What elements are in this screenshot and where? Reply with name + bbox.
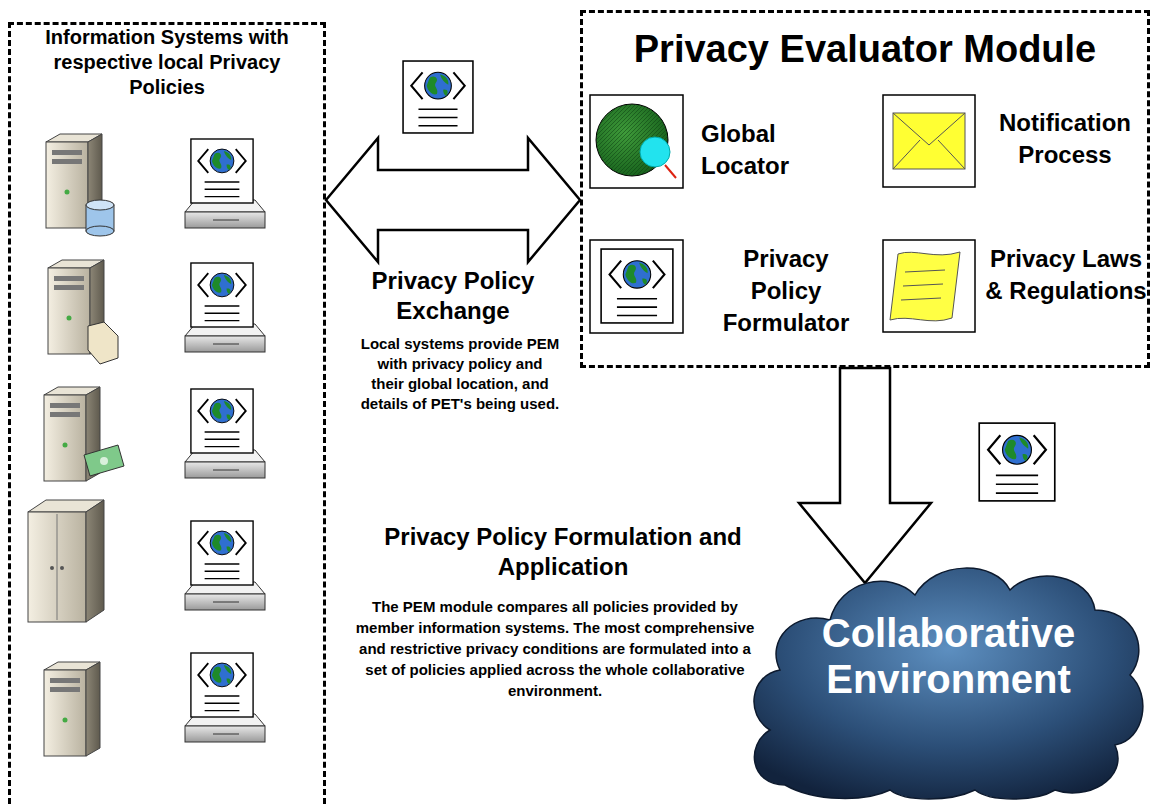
formulator-icon [590,240,683,333]
node-label: Global Locator [701,118,793,182]
global-locator-icon [590,95,683,188]
notification-icon [938,140,965,169]
policy-documents [191,263,253,327]
cabinet-server [60,566,64,570]
exchange-document [403,61,473,133]
policy-documents [191,139,253,203]
global-locator-icon [640,137,670,167]
database-symbol [86,226,114,236]
environment-document [979,423,1055,501]
policy-documents [191,389,253,453]
notification-icon [893,113,965,145]
policy-documents [185,582,265,610]
environment-document [979,423,1055,501]
cloud-outline [754,568,1143,799]
section-heading: Privacy Policy Formulation and Applicati… [363,522,763,582]
cabinet-server [28,512,86,622]
module-component: Notification Process [886,98,1151,193]
folder-symbol [88,322,118,364]
policy-documents [185,714,265,742]
module-component: Privacy Laws & Regulations [886,243,1151,339]
notification-icon [893,113,965,169]
policy-documents [185,450,265,478]
cabinet-server [28,500,104,622]
edge-label: Privacy Policy Exchange [338,266,568,326]
database-symbol [86,200,114,236]
cabinet-server [50,566,54,570]
cabinet-server [86,500,104,622]
server-towers [28,134,124,756]
node-label: Notification Process [982,107,1148,171]
system-group: Information Systems with respective loca… [8,22,326,806]
module-component: Global Locator [593,98,793,193]
card-symbol [84,445,124,476]
node-label: Privacy Laws & Regulations [982,243,1150,307]
notification-icon [893,140,920,169]
policy-documents [185,139,265,742]
policy-documents [191,653,253,717]
node-label: Privacy Policy Formulator [711,243,861,339]
exchange-document [403,61,473,133]
laws-icon [883,240,975,332]
global-locator-icon [590,95,683,188]
module-box: Privacy Evaluator ModuleGlobal Locator No… [580,10,1150,368]
policy-documents [185,200,265,228]
note-text: The PEM module compares all policies pro… [355,596,755,701]
laws-icon [901,298,941,300]
group-title: Information Systems with respective loca… [17,25,317,100]
database-symbol [86,200,114,210]
card-symbol [84,445,124,476]
card-symbol [100,457,108,465]
node-label: Collaborative Environment [765,610,1132,702]
laws-icon [903,284,943,286]
formulator-icon [601,249,673,323]
policy-documents [185,324,265,352]
group-title: Privacy Evaluator Module [587,27,1143,71]
module-component: Privacy Policy Formulator [593,243,863,343]
laws-icon [890,252,960,321]
server-towers [44,662,100,756]
laws-icon [883,240,975,332]
notification-icon [883,95,975,187]
environment-cloud: Collaborative Environment [745,555,1152,803]
policy-documents [191,521,253,585]
folder-symbol [88,322,118,364]
hollow-arrow [799,368,931,583]
global-locator-icon [665,165,676,178]
notification-icon [883,95,975,187]
formulator-icon [590,240,683,333]
hollow-arrow [326,138,580,262]
cabinet-server [57,514,58,620]
laws-icon [905,270,945,272]
note-text: Local systems provide PEM with privacy p… [360,334,560,414]
